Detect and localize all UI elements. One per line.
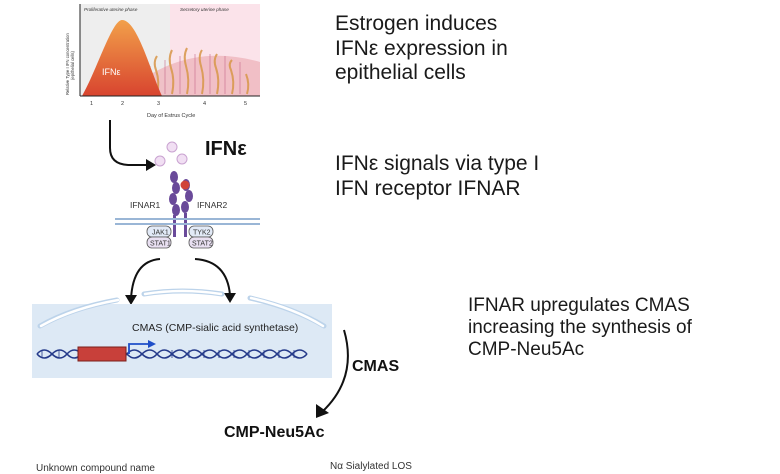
- x-tick: 2: [121, 101, 124, 107]
- x-axis-label: Day of Estrus Cycle: [147, 113, 195, 119]
- ifn-ligand-dot: [176, 153, 188, 165]
- caption-step-3: IFNAR upregulates CMAS increasing the sy…: [468, 295, 692, 362]
- ifn-epsilon-label: IFNε: [205, 138, 247, 160]
- nucleus-panel: CMAS (CMP-sialic acid synthetase): [32, 288, 332, 378]
- caption-step-2: IFNε signals via type I IFN receptor IFN…: [335, 152, 539, 201]
- caption-line: CMP-Neu5Ac: [468, 339, 585, 361]
- ifnar2-label: IFNAR2: [197, 200, 228, 210]
- cmp-neu5ac-label: CMP-Neu5Ac: [224, 424, 325, 441]
- induction-arrow: [109, 120, 156, 171]
- caption-line: Estrogen induces: [335, 12, 498, 35]
- x-tick: 1: [90, 101, 93, 107]
- bottom-cut-right-text: Nα Sialylated LOS: [330, 461, 412, 472]
- ifnar-receptor-illustration: IFNAR1 IFNAR2 JAK1 STAT1 TYK2 STAT2: [115, 141, 260, 249]
- caption-line: IFNε expression in: [335, 36, 508, 60]
- chart-ifn-label: IFNε: [102, 67, 121, 77]
- ifn-ligand-dot: [166, 141, 178, 153]
- stat2-box: [188, 236, 214, 249]
- y-axis-label-2: (epithelial cells): [70, 51, 75, 80]
- stat2-label: STAT2: [192, 241, 213, 248]
- x-tick: 5: [244, 101, 247, 107]
- ifn-ligand-dot: [154, 155, 166, 167]
- caption-line: IFNAR upregulates CMAS: [468, 295, 690, 316]
- ifn-peak-area: [82, 20, 162, 96]
- cmas-enzyme-label: CMAS: [352, 358, 400, 375]
- phase-proliferative-label: Proliferative uterine phase: [84, 7, 138, 12]
- cmas-gene-block: [77, 346, 127, 362]
- tyk2-label: TYK2: [193, 230, 211, 237]
- signal-arrows: [125, 258, 236, 305]
- x-tick: 4: [203, 101, 206, 107]
- cmas-arrow: [316, 329, 349, 418]
- bottom-cut-left-text: Unknown compound name: [36, 463, 155, 474]
- bound-ifn-ligand: [180, 180, 190, 190]
- jak1-label: JAK1: [152, 230, 169, 237]
- caption-line: IFN receptor IFNAR: [335, 176, 521, 200]
- y-axis-label: Relative Type I IFN concentration: [65, 32, 70, 95]
- stat1-label: STAT1: [150, 241, 171, 248]
- phase-secretory-label: Secretory uterine phase: [180, 7, 229, 12]
- caption-line: IFNε signals via type I: [335, 152, 540, 175]
- cmas-gene-label: CMAS (CMP-sialic acid synthetase): [132, 322, 298, 334]
- caption-line: increasing the synthesis of: [468, 317, 692, 339]
- ifnar1-label: IFNAR1: [130, 200, 161, 210]
- caption-line: epithelial cells: [335, 61, 466, 85]
- caption-step-1: Estrogen induces IFNε expression in epit…: [335, 12, 508, 86]
- x-tick: 3: [157, 101, 160, 107]
- estrus-cycle-chart: IFNε Proliferative uterine phase Secreto…: [65, 4, 260, 119]
- stat1-box: [146, 236, 172, 249]
- nucleus-background: [32, 304, 332, 378]
